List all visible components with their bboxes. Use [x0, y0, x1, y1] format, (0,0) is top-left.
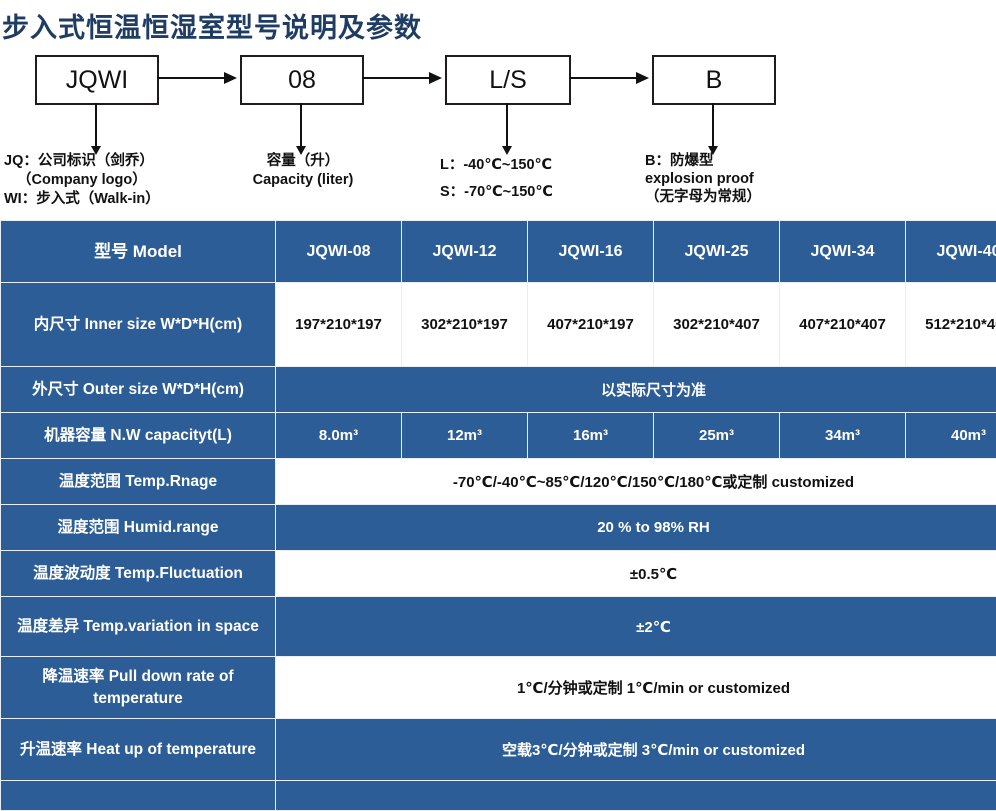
header-label-model: 型号 Model	[1, 221, 276, 283]
row-label-temp-fluctuation: 温度波动度 Temp.Fluctuation	[1, 551, 276, 597]
table-row-outer-size: 外尺寸 Outer size W*D*H(cm)以实际尺寸为准	[1, 367, 996, 413]
note-line-2: explosion proof	[645, 171, 754, 187]
row-label-cut-off-row	[1, 781, 276, 811]
diagram-note-explosion-proof: B：防爆型 explosion proof （无字母为常规）	[645, 152, 761, 206]
diagram-box-explosion-proof-code: B	[652, 55, 776, 105]
row-value-cut-off-row	[276, 781, 996, 811]
cell-nw-capacity-4: 25m³	[654, 413, 780, 459]
header-model-1: JQWI-08	[276, 221, 402, 283]
row-value-temp-range: -70℃/-40℃~85℃/120℃/150℃/180℃或定制 customiz…	[276, 459, 996, 505]
header-model-5: JQWI-34	[780, 221, 906, 283]
note-line-1: JQ：公司标识（剑乔）	[4, 153, 154, 169]
cell-inner-size-6: 512*210*407	[906, 283, 996, 367]
cell-nw-capacity-1: 8.0m³	[276, 413, 402, 459]
cell-inner-size-2: 302*210*197	[402, 283, 528, 367]
arrow-down-icon-3	[506, 103, 508, 147]
cell-inner-size-5: 407*210*407	[780, 283, 906, 367]
cell-nw-capacity-2: 12m³	[402, 413, 528, 459]
header-model-4: JQWI-25	[654, 221, 780, 283]
row-value-heat-up-rate: 空载3℃/分钟或定制 3℃/min or customized	[276, 719, 996, 781]
row-value-humidity-range: 20 % to 98% RH	[276, 505, 996, 551]
model-code-diagram: JQWI 08 L/S B JQ：公司标识（剑乔） （Company logo）…	[0, 42, 996, 220]
note-line-1: 容量（升）	[267, 153, 340, 169]
arrow-right-icon-2	[362, 77, 440, 79]
note-line-2: S：-70℃~150℃	[440, 184, 553, 200]
table-row-temp-range: 温度范围 Temp.Rnage-70℃/-40℃~85℃/120℃/150℃/1…	[1, 459, 996, 505]
diagram-box-company-code: JQWI	[35, 55, 159, 105]
note-line-2: （Company logo）	[4, 171, 160, 190]
diagram-note-company: JQ：公司标识（剑乔） （Company logo） WI：步入式（Walk-i…	[4, 152, 160, 209]
header-model-2: JQWI-12	[402, 221, 528, 283]
cell-nw-capacity-6: 40m³	[906, 413, 996, 459]
row-value-temp-fluctuation: ±0.5℃	[276, 551, 996, 597]
table-row-temp-variation: 温度差异 Temp.variation in space±2℃	[1, 597, 996, 657]
cell-inner-size-1: 197*210*197	[276, 283, 402, 367]
row-label-temp-range: 温度范围 Temp.Rnage	[1, 459, 276, 505]
arrow-right-icon-3	[569, 77, 647, 79]
table-row-temp-fluctuation: 温度波动度 Temp.Fluctuation±0.5℃	[1, 551, 996, 597]
cell-inner-size-3: 407*210*197	[528, 283, 654, 367]
diagram-note-capacity: 容量（升） Capacity (liter)	[228, 152, 378, 190]
diagram-box-capacity-code: 08	[240, 55, 364, 105]
note-line-3: （无字母为常规）	[645, 189, 761, 205]
row-label-nw-capacity: 机器容量 N.W capacityt(L)	[1, 413, 276, 459]
header-model-3: JQWI-16	[528, 221, 654, 283]
note-line-1: B：防爆型	[645, 153, 713, 169]
cell-nw-capacity-3: 16m³	[528, 413, 654, 459]
row-label-heat-up-rate: 升温速率 Heat up of temperature	[1, 719, 276, 781]
row-label-inner-size: 内尺寸 Inner size W*D*H(cm)	[1, 283, 276, 367]
note-line-3: WI：步入式（Walk-in）	[4, 191, 160, 207]
arrow-down-icon-4	[712, 103, 714, 147]
row-label-pull-down-rate: 降温速率 Pull down rate of temperature	[1, 657, 276, 719]
arrow-right-icon-1	[157, 77, 235, 79]
row-value-outer-size: 以实际尺寸为准	[276, 367, 996, 413]
table-row-cut-off-row	[1, 781, 996, 811]
row-value-pull-down-rate: 1℃/分钟或定制 1℃/min or customized	[276, 657, 996, 719]
arrow-down-icon-1	[95, 103, 97, 147]
note-line-1: L：-40℃~150℃	[440, 157, 552, 173]
note-line-2: Capacity (liter)	[253, 172, 354, 188]
diagram-box-temp-range-code: L/S	[445, 55, 571, 105]
diagram-note-temp-range: L：-40℃~150℃ S：-70℃~150℃	[440, 152, 553, 206]
cell-inner-size-4: 302*210*407	[654, 283, 780, 367]
page-title: 步入式恒温恒湿室型号说明及参数	[2, 6, 422, 45]
row-label-outer-size: 外尺寸 Outer size W*D*H(cm)	[1, 367, 276, 413]
row-value-temp-variation: ±2℃	[276, 597, 996, 657]
arrow-down-icon-2	[300, 103, 302, 147]
cell-nw-capacity-5: 34m³	[780, 413, 906, 459]
row-label-temp-variation: 温度差异 Temp.variation in space	[1, 597, 276, 657]
header-model-6: JQWI-40	[906, 221, 996, 283]
row-label-humidity-range: 湿度范围 Humid.range	[1, 505, 276, 551]
